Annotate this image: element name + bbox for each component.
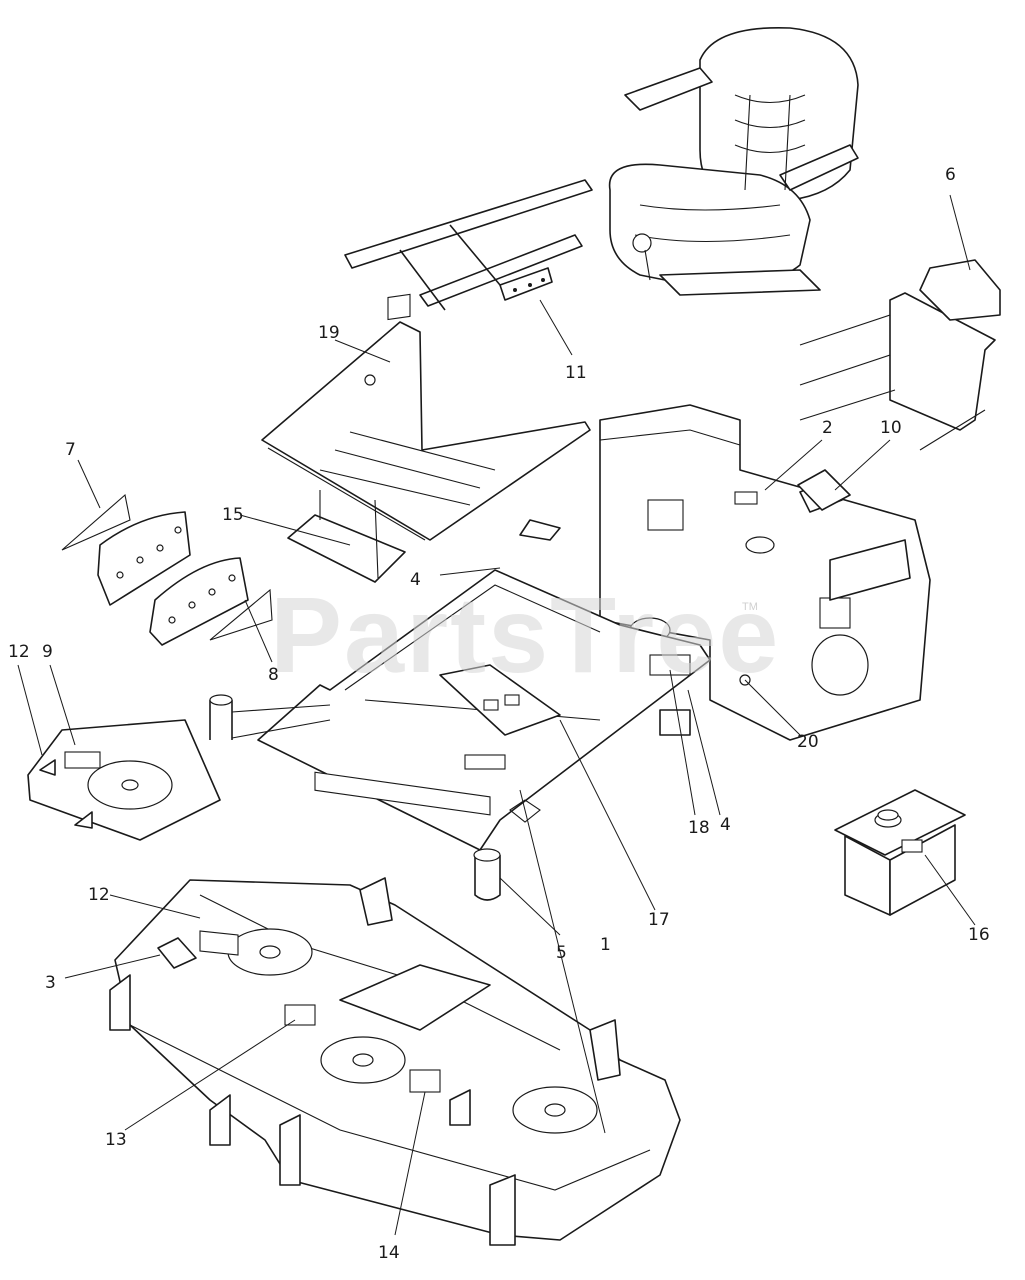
watermark-trademark: TM (742, 601, 758, 613)
callout-18[interactable]: 18 (688, 818, 710, 838)
callout-12-lower[interactable]: 12 (88, 885, 110, 905)
seat-mount-bracket[interactable] (344, 179, 593, 311)
leader-lines (17, 194, 976, 1236)
fender-plate-8[interactable] (149, 557, 273, 646)
callout-19[interactable]: 19 (318, 323, 340, 343)
callout-5[interactable]: 5 (556, 943, 567, 963)
fender-plate-7[interactable] (61, 493, 191, 606)
decal-15[interactable] (287, 490, 406, 583)
watermark-text: PartsTree (270, 574, 780, 695)
callout-1[interactable]: 1 (600, 935, 611, 955)
callout-13[interactable]: 13 (105, 1130, 127, 1150)
seat-assembly[interactable] (608, 26, 859, 296)
cover-plate-9[interactable] (27, 719, 221, 841)
callout-7[interactable]: 7 (65, 440, 76, 460)
callout-11[interactable]: 11 (565, 363, 587, 383)
callout-15[interactable]: 15 (222, 505, 244, 525)
callout-10[interactable]: 10 (880, 418, 902, 438)
callout-17[interactable]: 17 (648, 910, 670, 930)
callout-4-upper[interactable]: 4 (410, 570, 421, 590)
callout-labels: 1 2 3 4 4 5 6 7 8 9 10 11 12 12 13 14 15… (8, 165, 990, 1263)
callout-2[interactable]: 2 (822, 418, 833, 438)
battery-box[interactable] (834, 789, 966, 916)
decal-10[interactable] (797, 469, 851, 511)
callout-3[interactable]: 3 (45, 973, 56, 993)
callout-9[interactable]: 9 (42, 642, 53, 662)
callout-8[interactable]: 8 (268, 665, 279, 685)
callout-20[interactable]: 20 (797, 732, 819, 752)
seat-pan[interactable] (261, 293, 591, 541)
callout-14[interactable]: 14 (378, 1243, 400, 1263)
callout-4-lower[interactable]: 4 (720, 815, 731, 835)
callout-12-upper[interactable]: 12 (8, 642, 30, 662)
rear-bumper[interactable] (799, 259, 1001, 451)
callout-6[interactable]: 6 (945, 165, 956, 185)
callout-16[interactable]: 16 (968, 925, 990, 945)
mower-deck[interactable] (109, 877, 681, 1246)
